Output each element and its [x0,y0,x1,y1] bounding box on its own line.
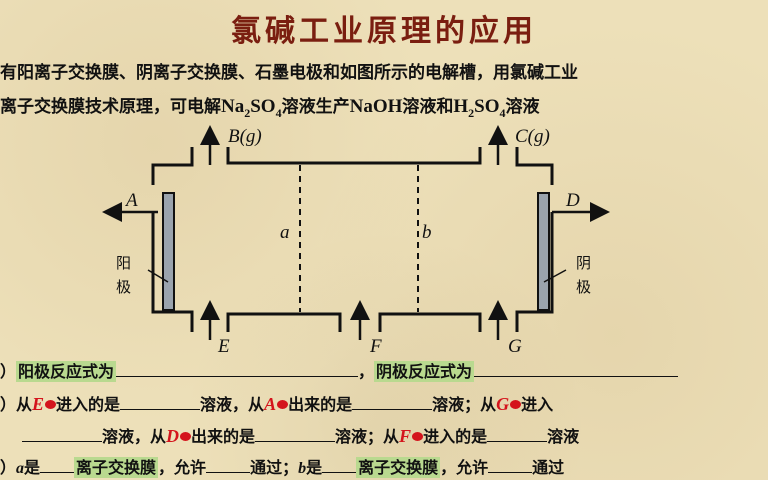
tag-D: D [166,426,192,447]
question-1: ）阳极反应式为，阴极反应式为 [0,358,679,382]
label-a: a [280,222,290,243]
ion-exchange-membrane-label: 离子交换膜 [74,457,159,478]
anode-electrode [162,192,175,311]
label-F: F [369,336,382,357]
label-C: C(g) [515,126,550,147]
label-B: B(g) [228,126,262,147]
tag-A: A [264,394,289,415]
cell-top-wall-middle [226,147,482,165]
ion-exchange-membrane-label: 离子交换膜 [356,457,441,478]
label-E: E [217,336,230,357]
membrane-a-ion-blank[interactable] [206,458,251,473]
tag-E: E [32,394,57,415]
tag-G: G [496,394,522,415]
cathode-equation-blank[interactable] [474,362,679,377]
membrane-b-type-blank[interactable] [322,458,357,473]
cathode-electrode [537,192,550,311]
cell-top-wall-right [515,147,554,185]
anode-label-2: 极 [116,278,131,296]
intro-text: 离子交换膜技术原理，可电解 [0,97,221,117]
label-b: b [422,222,432,243]
cathode-equation-label: 阴极反应式为 [374,361,475,382]
membrane-a-type-blank[interactable] [40,458,75,473]
cathode-label-2: 极 [576,278,591,296]
a-output-blank[interactable] [352,395,433,410]
membrane-b-ion-blank[interactable] [488,458,533,473]
question-4: ）a是离子交换膜，允许通过；b是离子交换膜，允许通过 [0,457,565,478]
tag-F: F [399,426,424,447]
intro-text: 溶液和 [402,97,454,117]
e-input-blank[interactable] [120,395,201,410]
electrolysis-cell-diagram: B(g) C(g) A D a b E F G 阳 极 阴 极 [102,125,610,357]
g-input-blank[interactable] [22,427,102,442]
cell-bottom-wall-middle [226,312,342,332]
d-output-blank[interactable] [255,427,336,442]
intro-line-1: 有阳离子交换膜、阴离子交换膜、石墨电极和如图所示的电解槽，用氯碱工业 [0,63,578,83]
intro-line-2: 离子交换膜技术原理，可电解Na2SO4溶液生产NaOH溶液和H2SO4溶液 [0,92,540,121]
cell-right-wall [515,212,554,332]
cell-left-wall [151,212,194,332]
formula-naoh: NaOH [349,96,403,117]
cell-bottom-wall-middle2 [378,312,482,332]
cathode-label-1: 阴 [576,254,591,272]
anode-equation-blank[interactable] [116,362,359,377]
anode-equation-label: 阳极反应式为 [16,361,117,382]
formula-na2so4: Na2SO4 [221,96,282,120]
cell-top-wall-left [151,147,194,185]
page-title: 氯碱工业原理的应用 [231,14,537,49]
anode-label-1: 阳 [116,254,131,272]
f-input-blank[interactable] [487,427,548,442]
label-A: A [124,190,138,211]
formula-h2so4: H2SO4 [453,96,506,120]
cathode-pointer [543,269,567,283]
label-D: D [565,190,580,211]
label-G: G [508,336,522,357]
intro-text: 溶液 [505,97,540,117]
intro-text: 溶液生产 [281,97,350,117]
anode-pointer [147,269,169,283]
